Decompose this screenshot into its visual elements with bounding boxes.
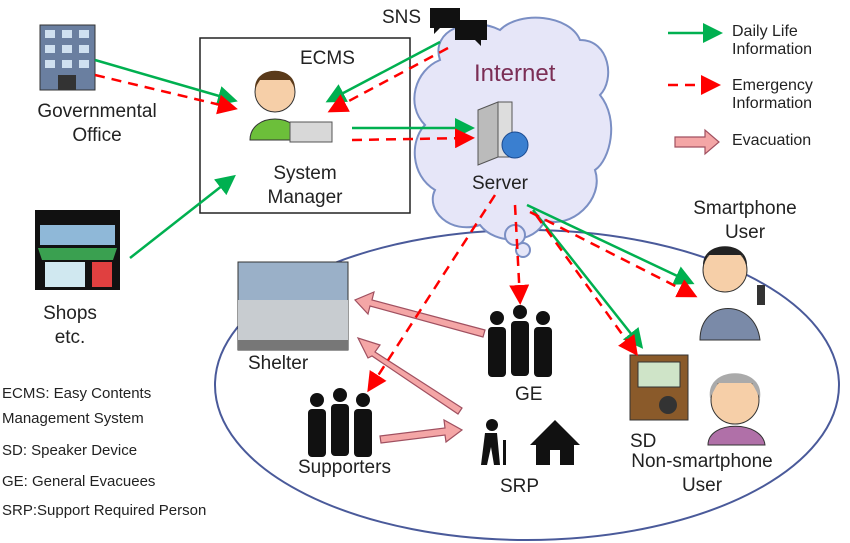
daily-info-arrow bbox=[526, 203, 695, 285]
supporters-label: Supporters bbox=[298, 457, 391, 478]
emergency-info-arrow bbox=[351, 128, 475, 149]
server-icon bbox=[477, 101, 529, 166]
server-label: Server bbox=[472, 173, 528, 194]
srp-label: SRP bbox=[500, 476, 540, 497]
shelter-photo bbox=[237, 261, 349, 351]
smartphone-user-icon bbox=[699, 246, 765, 341]
legend-evacuation-swatch bbox=[674, 128, 720, 156]
shop-icon bbox=[35, 210, 120, 290]
house-icon bbox=[530, 420, 580, 465]
general-evacuees-icon bbox=[488, 305, 552, 377]
government-building-icon bbox=[39, 24, 96, 91]
elderly-person-icon bbox=[481, 419, 506, 465]
evacuation-arrow bbox=[379, 418, 464, 444]
abbr-sd: SD: Speaker Device bbox=[2, 442, 138, 459]
daily-info-arrow bbox=[129, 174, 236, 259]
abbr-ecms-2: Management System bbox=[2, 410, 144, 427]
abbr-ge: GE: General Evacuees bbox=[2, 473, 156, 490]
daily-info-arrow bbox=[94, 58, 238, 106]
shelter-label: Shelter bbox=[248, 353, 309, 374]
daily-info-arrow bbox=[325, 40, 441, 103]
sns-bubbles-icon bbox=[430, 8, 487, 46]
ecms-label: ECMS bbox=[300, 48, 355, 69]
abbr-srp: SRP:Support Required Person bbox=[2, 502, 207, 519]
emergency-info-arrow bbox=[94, 73, 238, 115]
emergency-info-arrow bbox=[534, 214, 638, 357]
abbr-ecms-1: ECMS: Easy Contents bbox=[2, 385, 152, 402]
system-manager-icon bbox=[249, 70, 333, 143]
evacuation-arrow bbox=[356, 336, 463, 415]
emergency-info-arrow bbox=[327, 46, 449, 113]
evacuation-arrow bbox=[353, 290, 486, 338]
internet-label: Internet bbox=[474, 60, 556, 87]
sns-label: SNS bbox=[382, 7, 422, 28]
ge-label: GE bbox=[515, 384, 543, 405]
emergency-info-arrow bbox=[529, 210, 698, 298]
speaker-device-icon bbox=[629, 354, 689, 421]
sd-label: SD bbox=[630, 431, 657, 452]
emergency-info-arrow bbox=[367, 194, 497, 393]
internet-cloud bbox=[413, 16, 613, 241]
non-smartphone-user-icon bbox=[707, 373, 766, 446]
daily-info-arrow bbox=[532, 209, 644, 349]
supporters-icon bbox=[308, 388, 372, 457]
legend-evacuation: Evacuation bbox=[732, 132, 812, 149]
cloud-puff bbox=[515, 242, 531, 258]
